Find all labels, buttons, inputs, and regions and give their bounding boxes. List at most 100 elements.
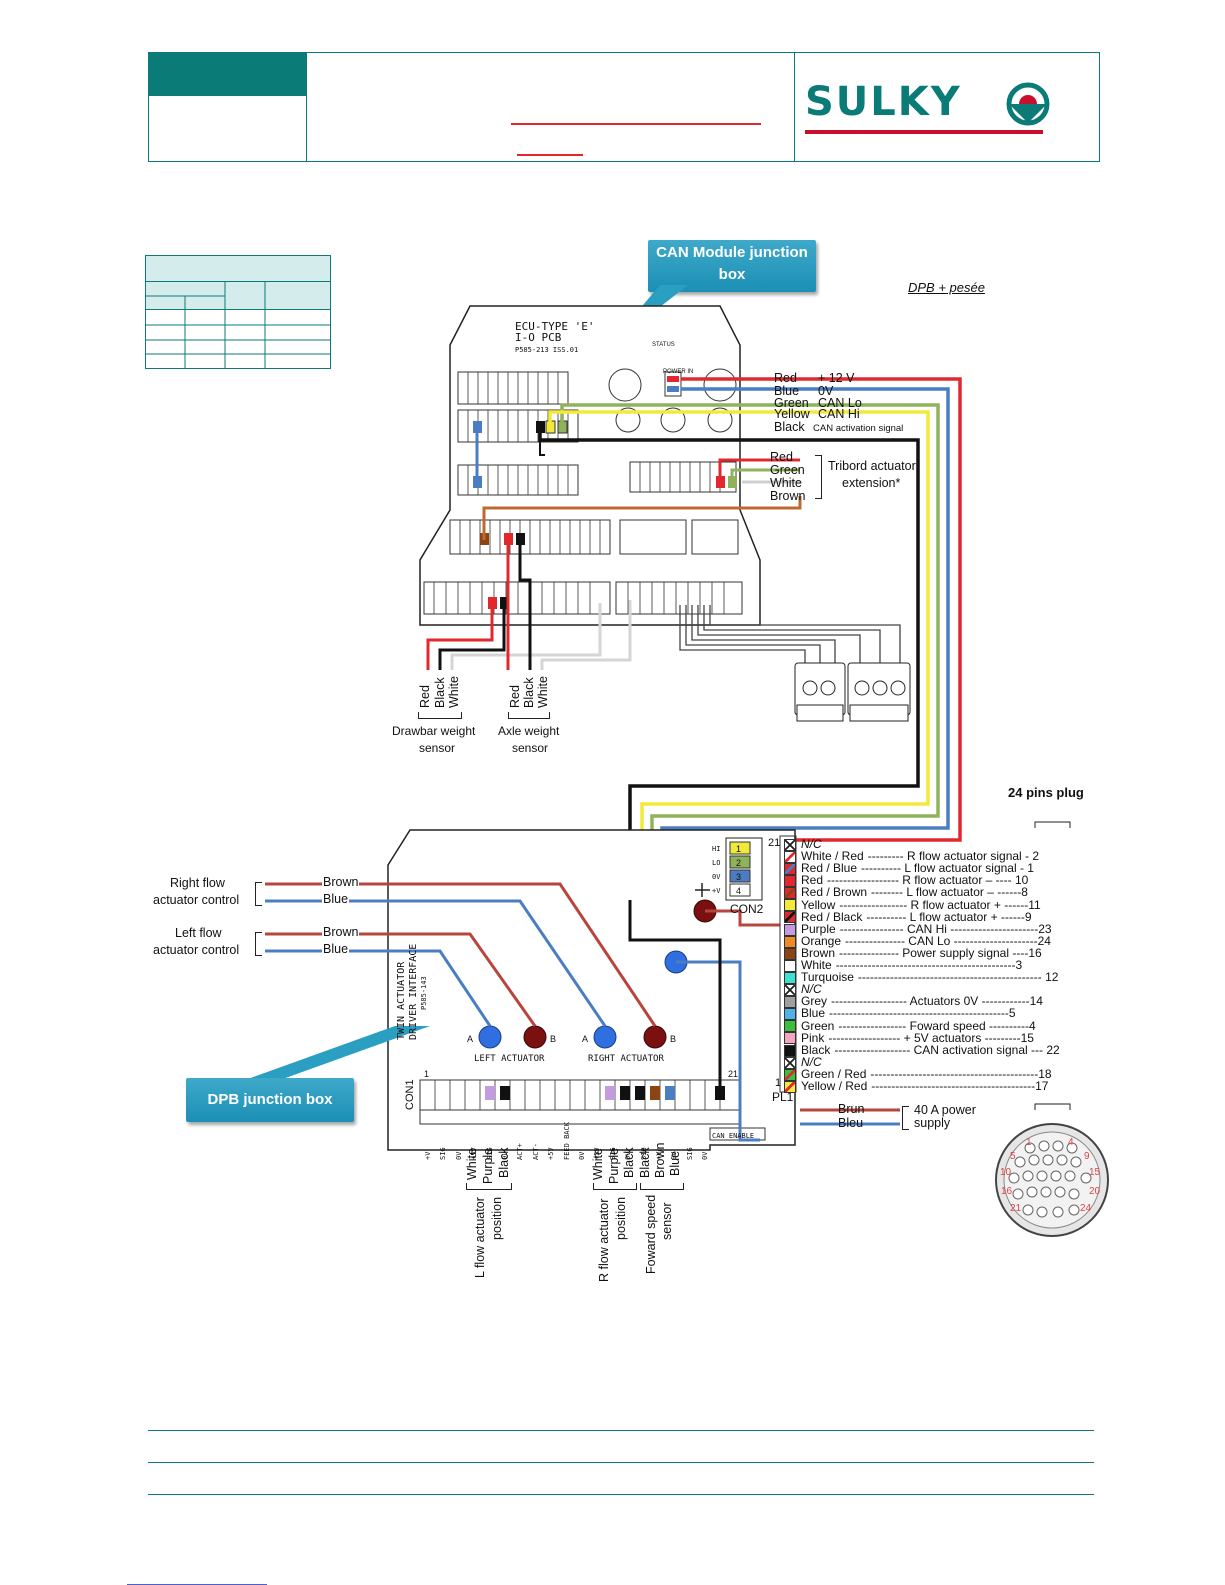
wire-color-swatch [784, 1068, 796, 1081]
con2-num: 1 [736, 844, 742, 854]
wire-function: ------------------ + 5V actuators ------… [828, 1030, 1034, 1045]
sulky-logo: SULKY [805, 79, 962, 125]
can-wire-signal: 0V [818, 384, 834, 398]
plug-pin-row: N/C [784, 1056, 826, 1069]
tribord-wire: Green [770, 463, 805, 477]
plug-pin-row: Orange--------------- CAN Lo -----------… [784, 933, 1051, 948]
wire-color-swatch [784, 923, 796, 936]
plug-pin-row: Red / Blue---------- L flow actuator sig… [784, 861, 1034, 876]
r-position-label: position [614, 1196, 628, 1240]
wire-function: -------- L flow actuator – ------8 [871, 885, 1028, 900]
power-wire: Bleu [838, 1116, 864, 1130]
plug-pin-row: Brown--------------- Power supply signal… [784, 945, 1042, 960]
connector-pin-number: 15 [1089, 1167, 1101, 1178]
plug-pin-row: Grey------------------- Actuators 0V ---… [784, 994, 1043, 1009]
dpb-board-outline [387, 829, 796, 1151]
wire-function: --------------- Power supply signal ----… [839, 945, 1042, 960]
wire-color-name: Black [801, 1042, 831, 1057]
wire-color-name: Red / Black [801, 909, 863, 924]
pin-bottom: 1 [775, 1077, 782, 1089]
wire-function: ----------------------------------------… [871, 1079, 1049, 1093]
can-wire-signal: CAN Lo [818, 396, 862, 410]
header-divider [306, 53, 307, 161]
tribord-label: extension* [842, 476, 901, 490]
plug-pin-row: Pink------------------ + 5V actuators --… [784, 1030, 1034, 1045]
plug-pin-row: N/C [784, 838, 826, 851]
wire-color-name: Red / Blue [801, 861, 858, 876]
power-wire: Brun [838, 1102, 865, 1116]
con1-pin-label: 0V [701, 1151, 710, 1160]
can-wire-signal: CAN activation signal [813, 423, 904, 434]
connector-pin-number: 10 [1000, 1167, 1012, 1178]
r-position-wire: Black [622, 1147, 636, 1178]
left-flow-label: actuator control [153, 943, 240, 957]
pin-a: A [582, 1034, 589, 1044]
plug-pin-row: N/C [784, 982, 826, 997]
board-components [608, 368, 737, 433]
wire-color-swatch [784, 935, 796, 948]
l-position-wire: Purple [481, 1147, 495, 1184]
drawbar-label: Drawbar weight [392, 724, 476, 738]
wire-color-name: White / Red [801, 849, 864, 864]
speed-label: sensor [660, 1202, 674, 1240]
wire-color-name: Red / Brown [801, 885, 868, 900]
power-label: supply [914, 1116, 951, 1130]
footer-rule [148, 1430, 1094, 1431]
plug-pin-row: Yellow----------------- R flow actuator … [784, 897, 1041, 912]
sulky-logo-mark [1006, 82, 1050, 126]
wire-color-name: Grey [801, 994, 828, 1009]
can-wire-color: Yellow [774, 407, 810, 421]
con1-pin-label: +5V [547, 1147, 556, 1160]
can-enable-label: CAN ENABLE [712, 1132, 755, 1140]
power-in-label: POWER IN [663, 369, 694, 375]
connector-pin-number: 16 [1001, 1186, 1013, 1197]
power-bracket [902, 1106, 909, 1130]
dpb-title: TWIN ACTUATOR [396, 961, 407, 1040]
pl1-label: PL1 [772, 1090, 794, 1104]
tribord-wire: White [770, 476, 802, 490]
con1-label: CON1 [404, 1079, 416, 1110]
con2-num: 2 [736, 858, 742, 868]
drawbar-wire: White [447, 676, 461, 708]
wire-color-swatch [784, 899, 796, 912]
tribord-wire: Red [770, 450, 793, 464]
wire-color-name: N/C [801, 982, 822, 997]
header-red-rule [511, 123, 761, 125]
speed-wire: Brown [653, 1142, 667, 1178]
axle-wire: Red [508, 685, 522, 708]
flow-wire: Blue [322, 892, 350, 906]
axle-wire: White [536, 676, 550, 708]
wire-function: ------------------ R flow actuator – ---… [827, 873, 1029, 888]
wire-function: ----------------- R flow actuator + ----… [839, 897, 1041, 912]
wire-function: ---------------- CAN Hi ----------------… [839, 921, 1052, 936]
wire-function: --------------- CAN Lo -----------------… [845, 933, 1051, 948]
left-actuator-label: LEFT ACTUATOR [474, 1054, 545, 1064]
con1-pin-label: 0V [454, 1151, 463, 1160]
can-board-title: ECU-TYPE 'E' [515, 320, 595, 333]
l-position-label: L flow actuator [473, 1197, 487, 1278]
flow-wire: Brown [322, 875, 360, 889]
wire-color-swatch [784, 996, 796, 1009]
con1-pin-label: ACT- [531, 1143, 540, 1160]
wire-function: ------------------- Actuators 0V -------… [831, 994, 1043, 1009]
terminal-blocks [794, 662, 911, 722]
wire-color-swatch [784, 984, 796, 997]
bracket [255, 932, 262, 956]
can-module-callout: CAN Module junction box [648, 240, 816, 292]
pin-b: B [670, 1034, 677, 1044]
can-wire-color: Black [774, 420, 805, 434]
tribord-bracket [815, 455, 822, 499]
wire-color-name: Red [801, 873, 824, 888]
con1-pin-label: SIG [439, 1147, 448, 1160]
wire-color-swatch [784, 971, 796, 984]
header-divider [794, 53, 795, 161]
wire-color-swatch [784, 1080, 796, 1093]
wire-color-swatch [784, 875, 796, 888]
can-wire-signal: CAN Hi [818, 407, 860, 421]
right-actuator-label: RIGHT ACTUATOR [588, 1054, 664, 1064]
plug-pin-row: Black------------------- CAN activation … [784, 1042, 1060, 1057]
wire-color-swatch [784, 959, 796, 972]
wire-color-swatch [784, 1044, 796, 1057]
drawbar-label: sensor [419, 741, 456, 755]
pin-b: B [550, 1034, 557, 1044]
